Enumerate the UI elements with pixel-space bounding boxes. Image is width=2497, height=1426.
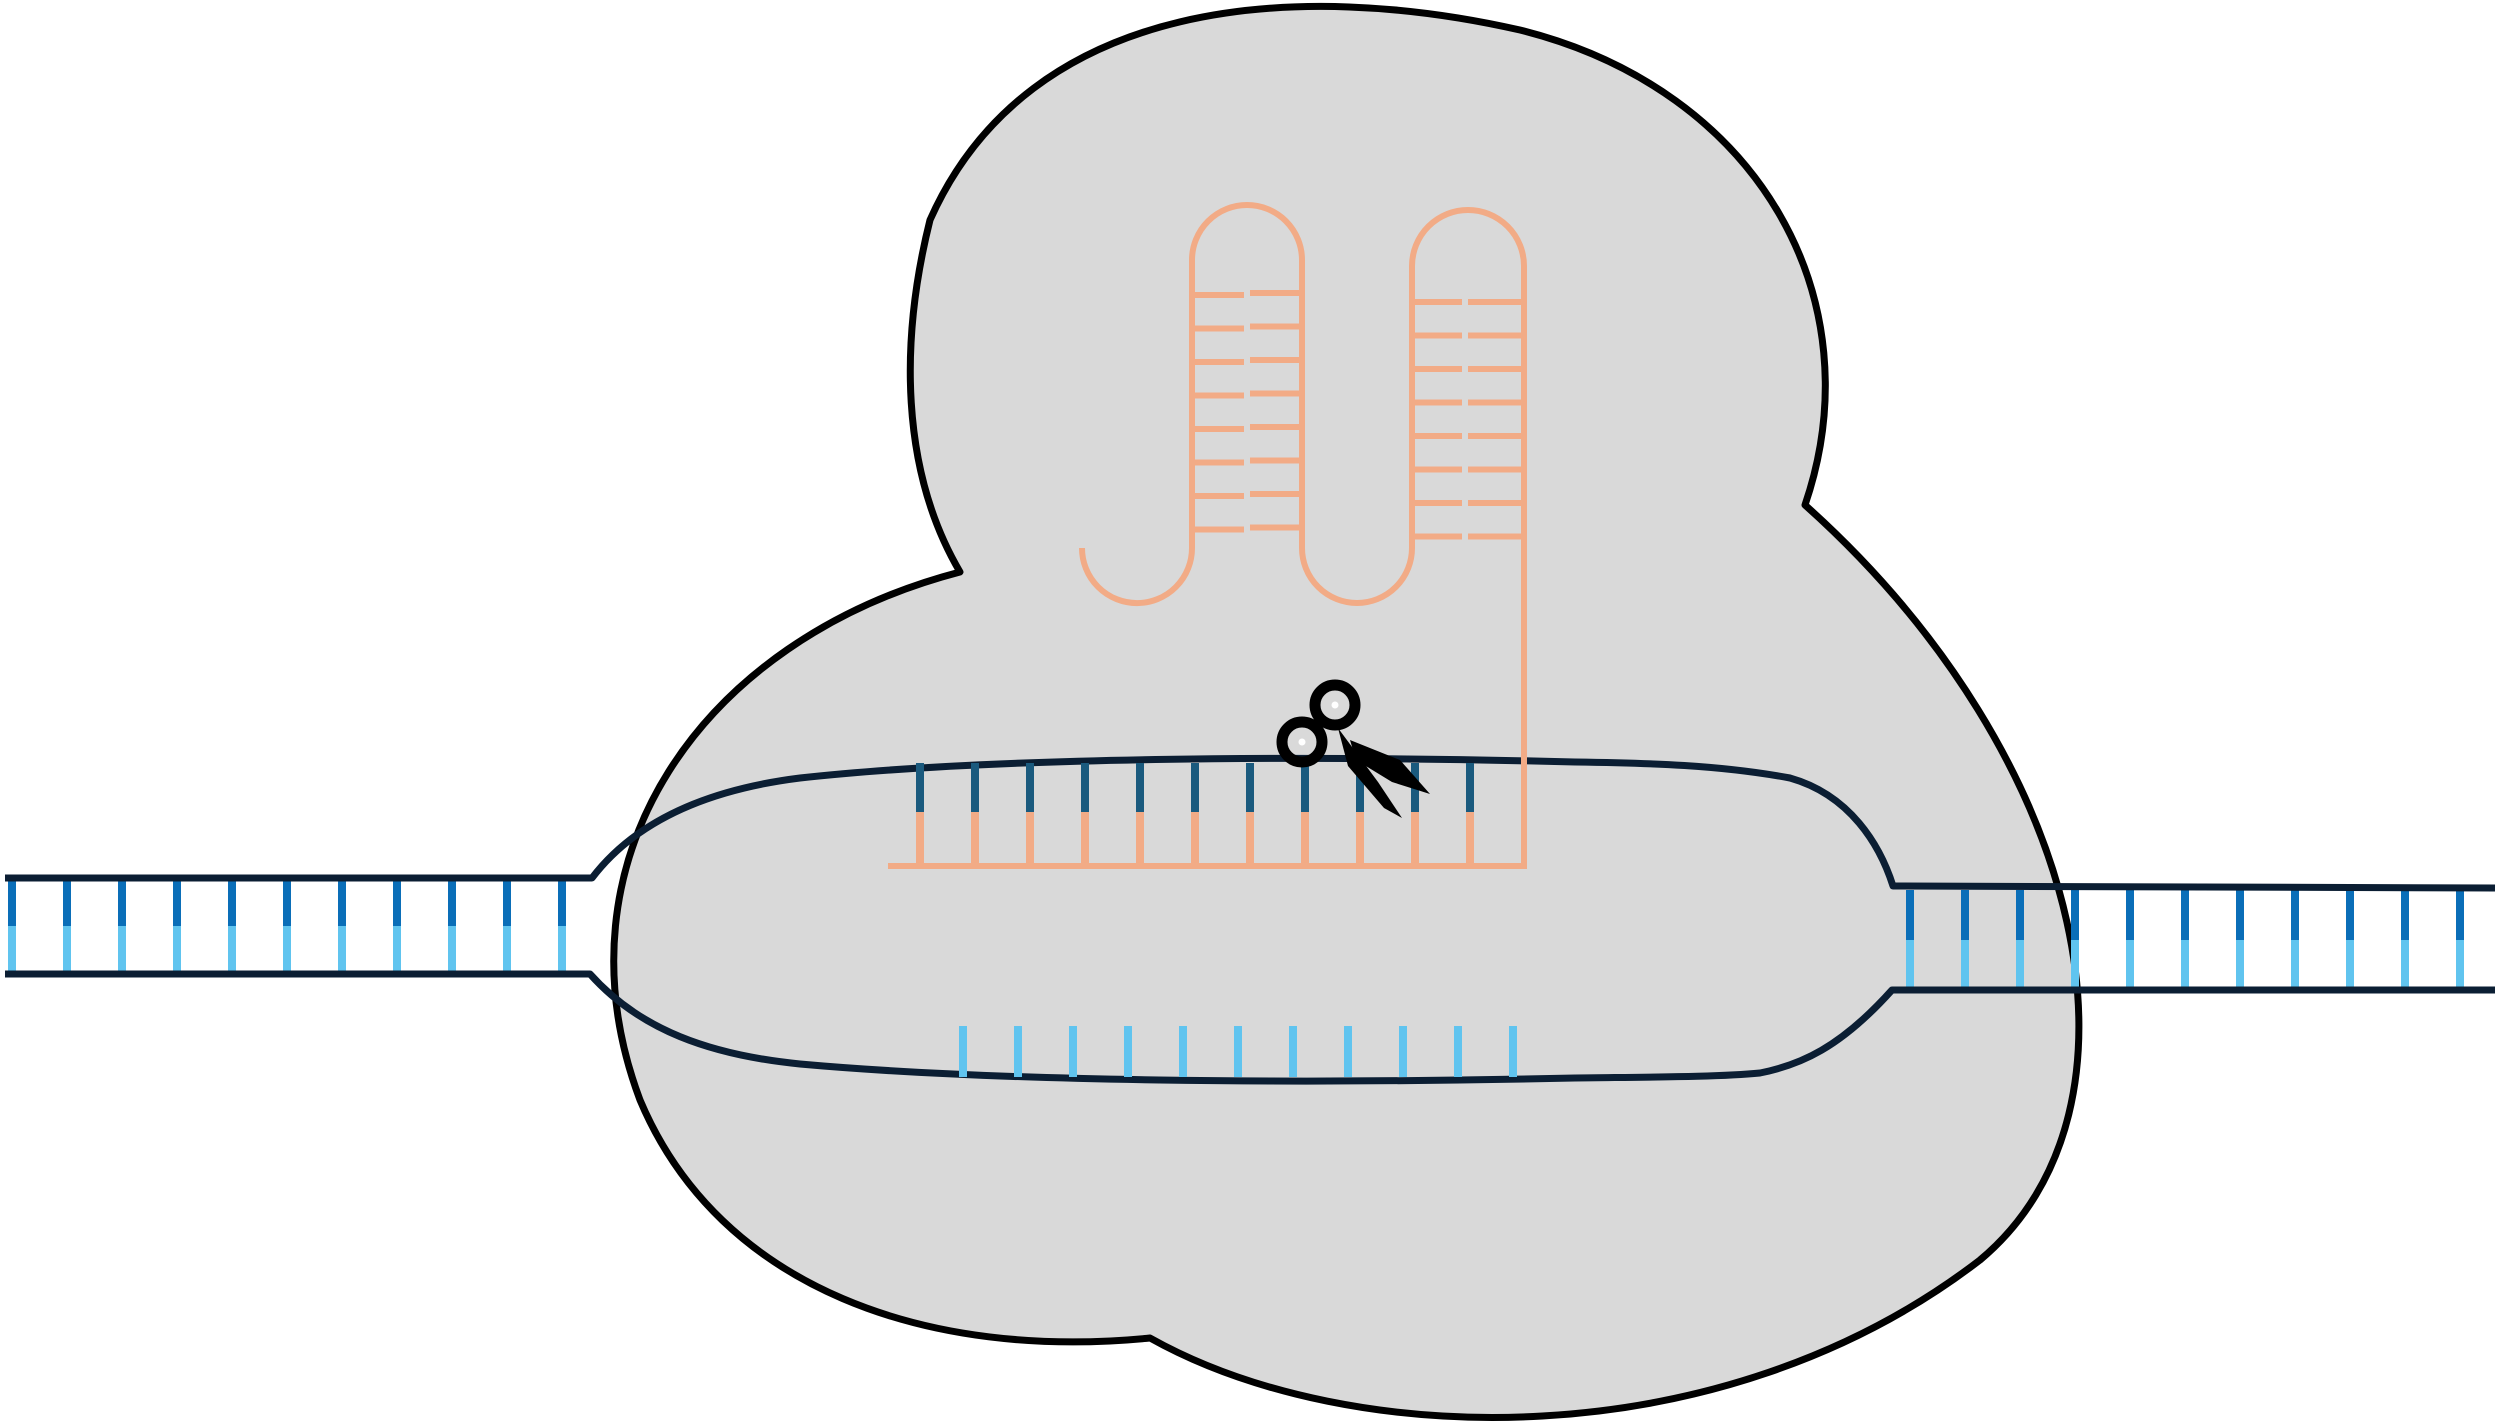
hairpin-rungs bbox=[1194, 290, 1522, 540]
hairpin-2 bbox=[1409, 207, 1527, 548]
guide-rna bbox=[888, 202, 1527, 869]
dna-bottom-strand-backbone bbox=[5, 970, 2495, 1085]
guide-rna-tail-loop bbox=[1079, 547, 1195, 606]
non-target-strand bbox=[959, 1026, 1517, 1077]
cas9-protein bbox=[610, 2, 2083, 1421]
hairpin-1 bbox=[1189, 202, 1305, 548]
guide-rna-spacer bbox=[888, 266, 1527, 869]
dna-duplex-left bbox=[8, 878, 566, 972]
dna-duplex-right bbox=[1906, 890, 2464, 988]
target-strand bbox=[916, 763, 1474, 864]
scissors-icon bbox=[1276, 679, 1430, 818]
guide-rna-linker bbox=[1299, 547, 1415, 606]
